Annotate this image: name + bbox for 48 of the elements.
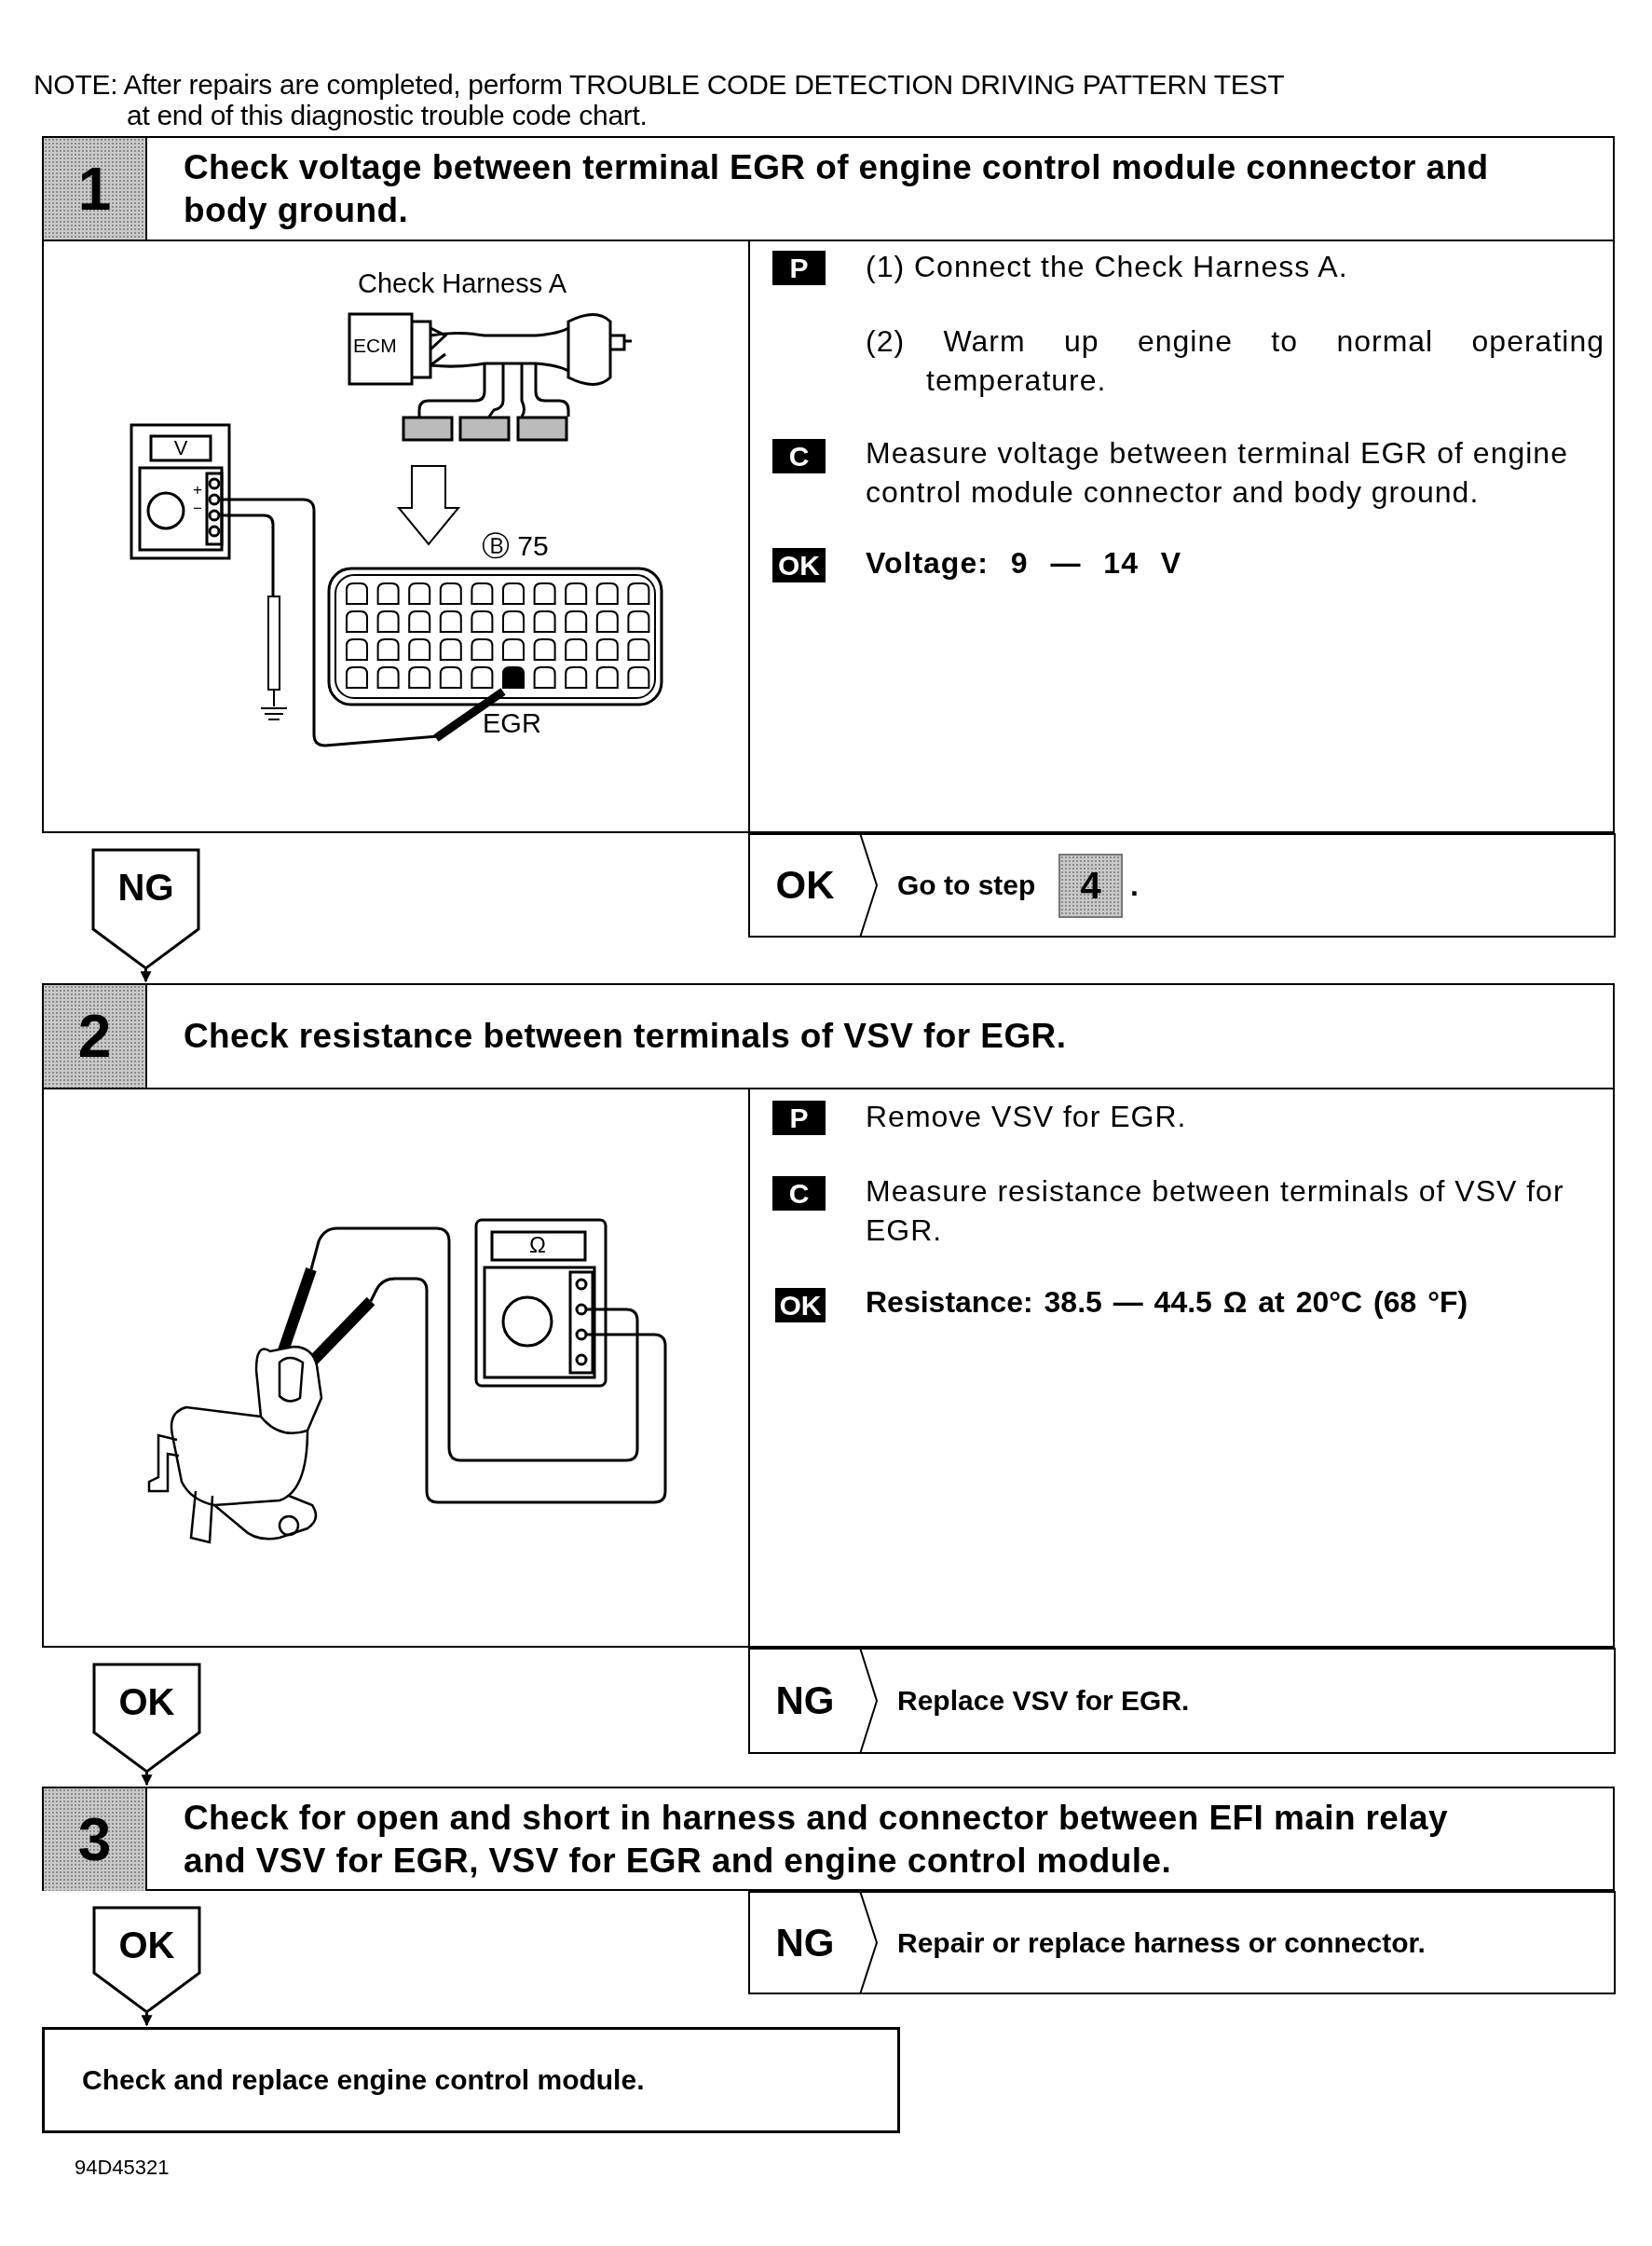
instruction-text: (1) Connect the Check Harness A. — [866, 249, 1349, 285]
figure-code: 94D45321 — [75, 2155, 171, 2181]
step-heading: Check for open and short in harness and connector between EFI main relay and VSV for EGR, VSV for EGR and engine control module. — [184, 1798, 1449, 1882]
specification-text: Resistance: 38.5 — 44.5 Ω at 20°C (68 °F) — [866, 1284, 1469, 1321]
specification-text: Voltage: 9 — 14 V — [866, 545, 1183, 582]
meter-mode-label: Ω — [528, 1231, 547, 1259]
result-action: Repair or replace harness or connector. — [897, 1926, 1426, 1959]
part-label: ECM — [353, 334, 398, 358]
terminal-label: EGR — [483, 707, 542, 740]
terminal-label: − — [193, 499, 203, 519]
edge-label: OK — [117, 1681, 176, 1723]
result-label: NG — [774, 1919, 836, 1966]
check-badge: C — [772, 1176, 826, 1211]
step-box — [42, 1787, 1615, 1891]
step-heading: Check resistance between terminals of VSV for EGR. — [184, 1016, 1067, 1057]
result-box — [748, 1891, 1616, 1994]
result-box — [748, 833, 1616, 938]
ok-badge: OK — [775, 1288, 826, 1322]
step-heading: Check voltage between terminal EGR of engine control module connector and body ground. — [184, 146, 1490, 231]
instruction-text: Measure voltage between terminal EGR of engine control module connector and body ground. — [866, 435, 1569, 511]
procedure-badge: P — [772, 251, 826, 285]
action-box: Check and replace engine control module. — [42, 2027, 900, 2133]
edge-label: OK — [117, 1924, 176, 1966]
instruction-text: (2) Warm up engine to normal operating temperature. — [866, 323, 1604, 399]
result-action: Go to step — [897, 870, 1036, 901]
result-action: Replace VSV for EGR. — [897, 1685, 1190, 1717]
flow-arrow — [92, 1906, 201, 2027]
punctuation: . — [1130, 869, 1139, 903]
flow-arrow — [92, 1663, 201, 1787]
part-label: Check Harness A — [358, 267, 568, 300]
check-badge: C — [772, 439, 826, 473]
edge-label: NG — [116, 867, 175, 909]
note-text: NOTE: After repairs are completed, perform TROUBLE CODE DETECTION DRIVING PATTERN TEST at end of this diagnostic trouble code chart. — [34, 69, 1285, 130]
connector-label: Ⓑ 75 — [482, 529, 550, 563]
terminal-label: + — [193, 480, 203, 500]
step-number: 1 — [44, 138, 147, 240]
result-label: OK — [774, 862, 836, 909]
step-number: 3 — [44, 1788, 147, 1891]
result-box — [748, 1648, 1616, 1754]
instruction-text: Measure resistance between terminals of VSV for EGR. — [866, 1173, 1565, 1249]
instruction-text: Remove VSV for EGR. — [866, 1099, 1188, 1135]
ok-badge: OK — [772, 548, 826, 582]
result-label: NG — [774, 1678, 836, 1724]
meter-mode-label: V — [172, 435, 189, 461]
flow-arrow — [91, 848, 200, 983]
step-reference: 4 — [1058, 854, 1123, 918]
procedure-badge: P — [772, 1101, 826, 1135]
step-number: 2 — [44, 985, 147, 1088]
